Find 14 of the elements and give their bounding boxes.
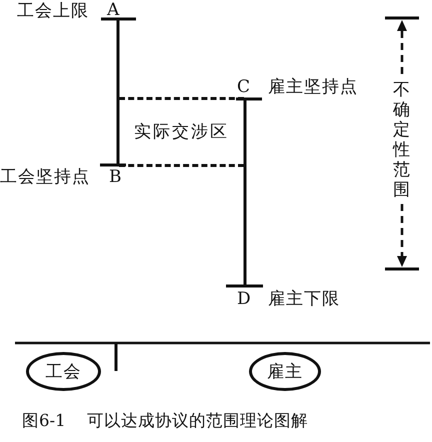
figure-caption: 图6-1 可以达成协议的范围理论图解 [22,413,308,430]
point-label: C [237,79,250,96]
level-label: 雇主坚持点 [268,79,358,96]
point-label: A [107,2,120,19]
point-label: B [109,169,122,186]
point-label: D [237,291,251,308]
level-label: 工会上限 [17,3,89,20]
zone-label: 实际交涉区 [134,124,229,140]
level-label: 雇主下限 [268,291,340,308]
range-label: 不确定性范围 [393,80,410,200]
party-oval: 雇主 [249,352,321,391]
bargaining-zone [119,97,244,167]
party-oval: 工会 [26,352,101,391]
level-label: 工会坚持点 [0,169,90,186]
